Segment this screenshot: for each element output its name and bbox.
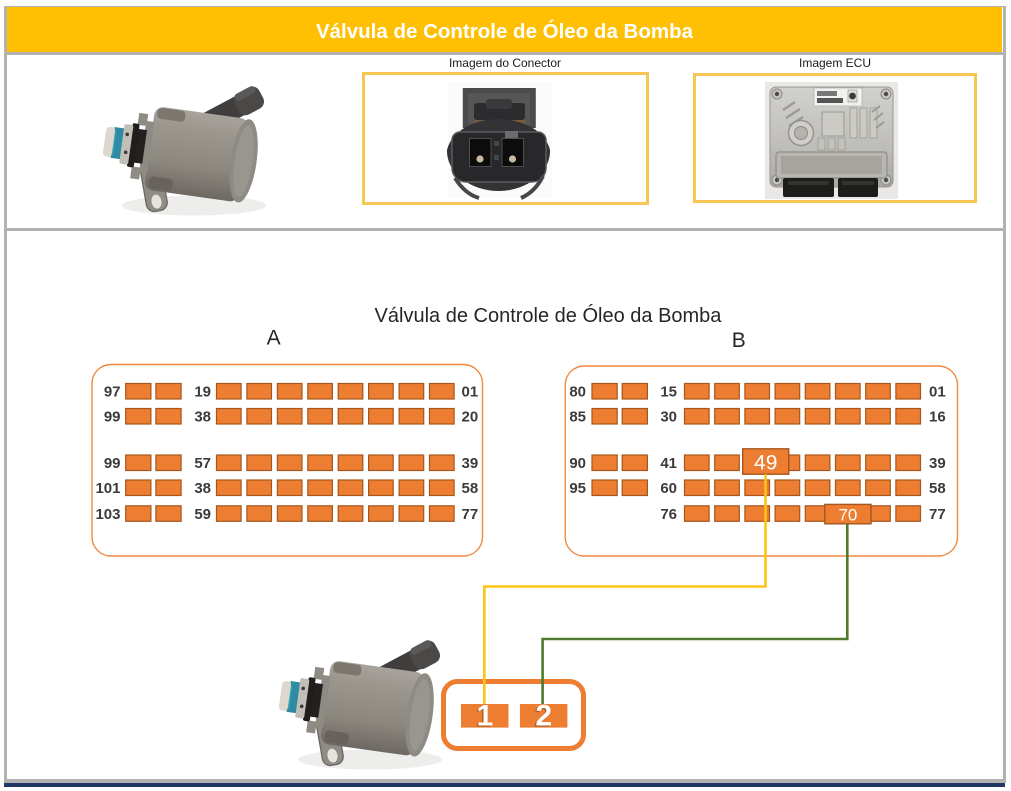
- svg-text:01: 01: [929, 384, 946, 401]
- svg-text:41: 41: [660, 455, 677, 472]
- svg-text:2: 2: [534, 701, 551, 734]
- svg-text:58: 58: [929, 480, 946, 497]
- svg-text:Válvula de Controle de Óleo da: Válvula de Controle de Óleo da Bomba: [375, 304, 723, 327]
- svg-text:57: 57: [194, 455, 211, 472]
- svg-text:103: 103: [95, 506, 120, 523]
- svg-text:38: 38: [194, 409, 211, 426]
- svg-text:99: 99: [104, 409, 121, 426]
- svg-text:76: 76: [660, 506, 677, 523]
- svg-text:16: 16: [929, 409, 946, 426]
- svg-text:A: A: [267, 327, 281, 350]
- svg-text:1: 1: [476, 699, 493, 732]
- svg-text:39: 39: [462, 455, 479, 472]
- svg-text:70: 70: [838, 506, 857, 525]
- svg-text:1: 1: [475, 701, 492, 734]
- svg-text:49: 49: [754, 452, 777, 475]
- svg-text:19: 19: [194, 384, 211, 401]
- svg-text:80: 80: [569, 384, 586, 401]
- svg-text:30: 30: [660, 409, 677, 426]
- svg-text:01: 01: [462, 384, 479, 401]
- svg-text:77: 77: [462, 506, 479, 523]
- svg-text:85: 85: [569, 409, 586, 426]
- svg-text:77: 77: [929, 506, 946, 523]
- svg-text:B: B: [732, 329, 746, 352]
- svg-text:20: 20: [462, 409, 479, 426]
- svg-text:95: 95: [569, 480, 586, 497]
- svg-text:59: 59: [194, 506, 211, 523]
- svg-text:90: 90: [569, 455, 586, 472]
- svg-text:39: 39: [929, 455, 946, 472]
- svg-text:60: 60: [660, 480, 677, 497]
- svg-text:58: 58: [462, 480, 479, 497]
- svg-text:15: 15: [660, 384, 677, 401]
- svg-text:38: 38: [194, 480, 211, 497]
- svg-text:2: 2: [535, 699, 552, 732]
- svg-text:97: 97: [104, 384, 121, 401]
- svg-text:99: 99: [104, 455, 121, 472]
- svg-text:101: 101: [95, 480, 120, 497]
